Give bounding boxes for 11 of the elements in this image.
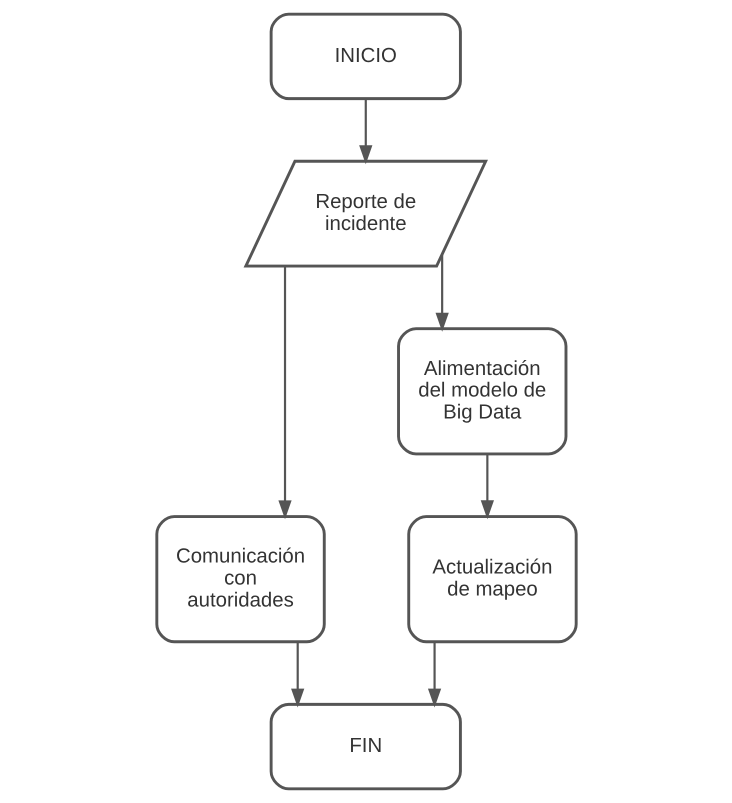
arrow — [480, 454, 494, 520]
node-box: FIN — [269, 702, 462, 790]
node-box: Comunicación con autoridades — [154, 515, 326, 644]
arrow — [435, 254, 448, 332]
node-box: Actualización de mapeo — [406, 515, 578, 644]
arrow — [358, 98, 372, 164]
node-box: INICIO — [269, 12, 462, 100]
arrow — [427, 642, 441, 708]
arrow — [290, 642, 304, 708]
node-box: Alimentación del modelo de Big Data — [396, 327, 567, 456]
arrow — [278, 266, 292, 520]
